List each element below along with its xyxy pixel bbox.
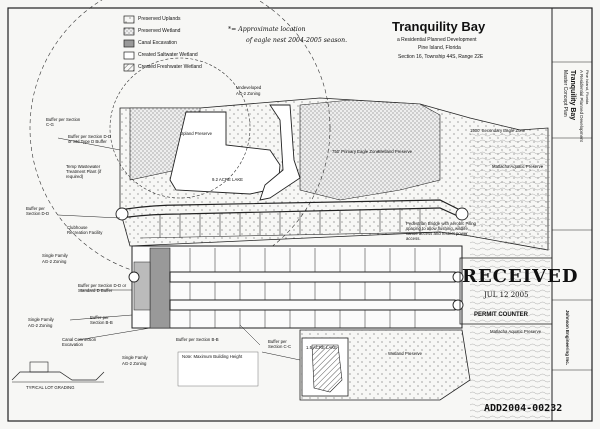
- matlacha-aquatic-preserve: [470, 130, 550, 420]
- legend-label-3: Created Saltwater Wetland: [138, 52, 198, 58]
- add-number: ADD2004-00232: [484, 403, 563, 414]
- legend-label-1: Preserved Wetland: [138, 28, 181, 34]
- title-block-plan: Master Concept Plan: [562, 70, 568, 117]
- road-middle-2: [169, 299, 456, 311]
- label-note-box: Note: Maximum Building Height: [182, 354, 243, 359]
- title-block-desc: A Residential Planned Development: [579, 70, 584, 142]
- label-upland-preserve: Upland Preserve: [180, 131, 213, 136]
- lake-arm: [259, 104, 301, 201]
- sheet-border: [7, 7, 593, 422]
- road-upper: [119, 199, 461, 211]
- label-wetland-preserve-bottom: Wetland Preserve: [388, 351, 423, 356]
- wetland-preserve-area: [299, 99, 441, 201]
- label-buffer-bb-bottom: Buffer per Section B-B: [176, 337, 219, 342]
- label-temp-wwtp: Temp Wastewater Treatment Plant (if requ…: [66, 164, 102, 179]
- label-ag2-3: AG-2 Zoning: [122, 361, 147, 366]
- title-block-project: Tranquility Bay: [569, 70, 576, 121]
- label-single-family-2: Single Family: [28, 317, 54, 322]
- primary-eagle-zone: [109, 57, 251, 199]
- title-block-firm: Johnson Engineering Inc.: [565, 310, 570, 366]
- label-matlacha-1: Matlacha Aquatic Preserve: [492, 164, 544, 169]
- road-middle-1: [169, 271, 456, 283]
- label-lake: 9.2 ACRE LAKE: [212, 177, 244, 182]
- note-box: [177, 351, 259, 387]
- project-title: Tranquility Bay: [392, 19, 486, 34]
- project-location: Pine Island, Florida: [418, 45, 461, 51]
- label-undeveloped: Undeveloped: [236, 85, 262, 90]
- canal-excavation-left: [149, 247, 171, 329]
- middle-development-block: [131, 245, 463, 329]
- secondary-eagle-zone: [29, 0, 331, 279]
- stamp-received: RECEIVED: [462, 266, 579, 287]
- legend-label-0: Preserved Uplands: [138, 16, 181, 22]
- label-typical-lot: TYPICAL LOT GRADING: [26, 385, 75, 390]
- label-wetland-preserve-top: Wetland Preserve: [378, 149, 413, 154]
- stamp-permit: PERMIT COUNTER: [474, 312, 528, 318]
- label-buffer-dd-left: Buffer per Section D-D: [26, 206, 50, 216]
- lots-upper: [139, 208, 441, 239]
- project-subtitle: a Residential Planned Development: [397, 37, 477, 43]
- label-buffer-dd-b: Buffer per Section D-D or Standard D Buf…: [78, 283, 127, 293]
- typical-lot-detail: [11, 361, 105, 383]
- label-secondary-eagle: 1500' Secondary Eagle Zone: [470, 128, 526, 133]
- project-section: Section 16, Township 44S, Range 22E: [398, 54, 484, 60]
- label-lake-small: 1.5 ACRE LAKE: [306, 345, 338, 350]
- label-buffer-bb: Buffer per Section B-B: [90, 315, 113, 325]
- label-single-family-3: Single Family: [122, 355, 148, 360]
- label-buffer-dd: Buffer per Section D-D or Std Type D Buf…: [68, 134, 112, 144]
- label-single-family-1: Single Family: [42, 253, 68, 258]
- handwritten-note-line2: of eagle nest 2004-2005 season.: [246, 37, 348, 44]
- label-buffer-cg: Buffer per Section C-G: [46, 117, 81, 127]
- label-primary-eagle: 750' Primary Eagle Zone: [332, 149, 380, 154]
- label-matlacha-2: Matlacha Aquatic Preserve: [490, 329, 542, 334]
- label-ag2-2: AG-2 Zoning: [28, 323, 53, 328]
- lots-middle: [189, 248, 441, 328]
- title-block-place: Pine Island, Florida: [585, 70, 590, 105]
- label-pedestrian-bridge: Pedestrian Bridge with aerobic Piling sp…: [406, 221, 476, 241]
- label-canal-connection: Canal Connection Excavation: [62, 337, 97, 347]
- legend-label-2: Canal Excavation: [138, 40, 177, 46]
- received-stamp-frame: [459, 257, 553, 325]
- handwritten-note-line1: *= Approximate location: [228, 26, 306, 33]
- label-undeveloped-zoning: AG-2 Zoning: [236, 91, 261, 96]
- stamp-date: JUL 12 2005: [484, 291, 529, 299]
- freshwater-wetland: [311, 344, 343, 393]
- label-ag2-1: AG-2 Zoning: [42, 259, 67, 264]
- legend-label-4: Created Freshwater Wetland: [138, 64, 202, 70]
- label-buffer-cc: Buffer per Section C-C: [268, 339, 292, 349]
- label-clubhouse: Clubhouse Recreation Facility: [67, 225, 103, 235]
